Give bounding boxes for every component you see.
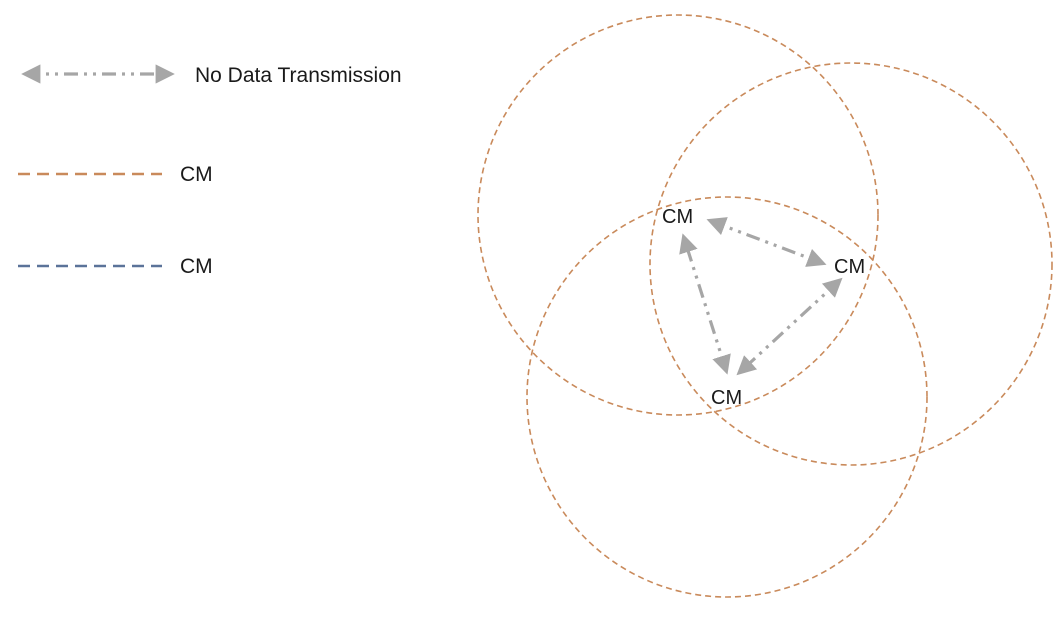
range-circle-right bbox=[649, 62, 1053, 466]
links bbox=[679, 217, 843, 376]
legend: No Data Transmission CM CM bbox=[18, 64, 402, 278]
range-circle-bottom bbox=[526, 196, 928, 598]
node-cm-top-left: CM bbox=[662, 206, 693, 228]
link-right-to-bottom bbox=[736, 277, 843, 376]
legend-label-cm-orange: CM bbox=[180, 163, 213, 186]
link-top-left-to-right bbox=[706, 217, 827, 267]
legend-label-cm-blue: CM bbox=[180, 255, 213, 278]
node-cm-bottom: CM bbox=[711, 387, 742, 409]
legend-label-no-data: No Data Transmission bbox=[195, 64, 402, 87]
range-circles bbox=[477, 14, 1053, 598]
nodes: CM CM CM bbox=[662, 206, 865, 409]
range-circle-top-left bbox=[477, 14, 879, 416]
link-bottom-to-top-left bbox=[679, 233, 731, 375]
node-cm-right: CM bbox=[834, 256, 865, 278]
